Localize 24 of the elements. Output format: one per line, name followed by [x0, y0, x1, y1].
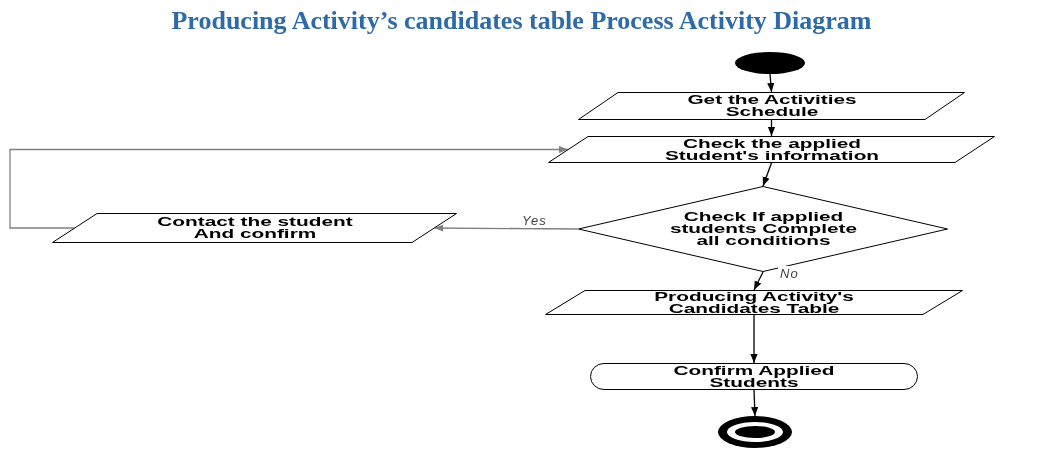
action-rounded-box — [590, 363, 918, 390]
activity-label: Check If applied students Complete all conditions — [668, 211, 858, 247]
diagram-title: Producing Activity’s candidates table Process Activity Diagram — [170, 6, 873, 36]
flow-arrow — [767, 73, 775, 93]
flow-arrow — [751, 389, 759, 417]
flow-arrow — [753, 271, 764, 291]
activity-label: Producing Activity's Candidates Table — [653, 290, 855, 315]
activity-label: Confirm Applied Students — [672, 364, 836, 389]
end-node — [718, 416, 792, 448]
flow-arrow — [767, 119, 776, 137]
activity-parallelogram — [52, 213, 457, 243]
flow-arrow — [9, 145, 569, 229]
activity-parallelogram — [548, 136, 995, 163]
edge-label: No — [778, 266, 801, 281]
flow-arrow — [433, 224, 579, 232]
edge-label: Yes — [520, 213, 549, 228]
activity-label: Check the applied Student's information — [663, 137, 880, 162]
flow-arrow — [750, 314, 758, 364]
activity-label: Get the Activities Schedule — [685, 94, 858, 118]
flow-arrow — [762, 162, 773, 187]
activity-label: Contact the student And confirm — [155, 216, 354, 240]
start-node — [735, 52, 805, 74]
activity-parallelogram — [545, 290, 963, 315]
activity-parallelogram — [578, 92, 965, 120]
